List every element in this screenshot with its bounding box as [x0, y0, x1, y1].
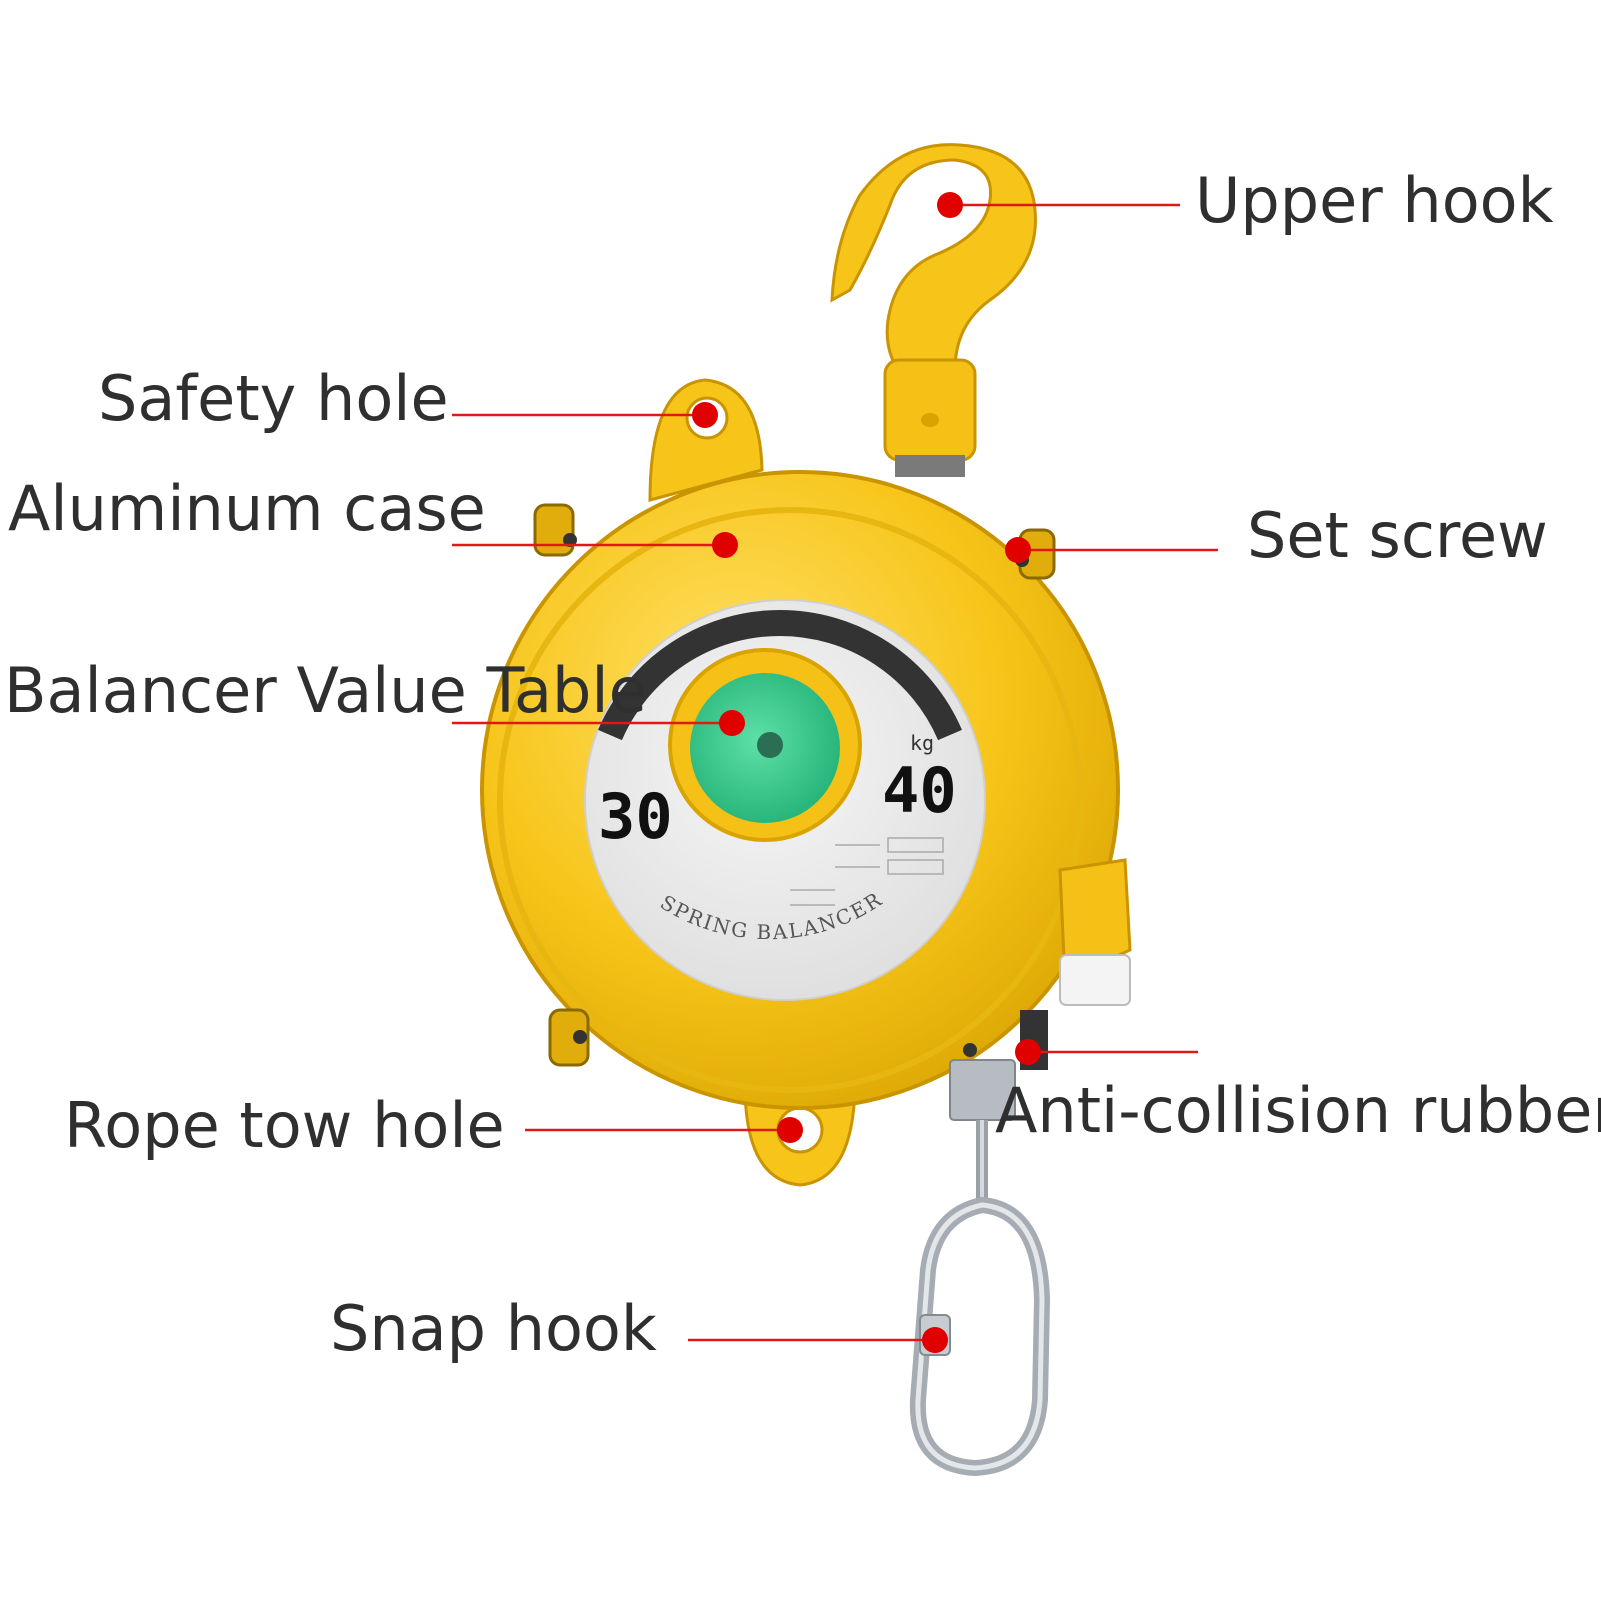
marker-rope-tow-hole [777, 1117, 803, 1143]
dial-unit: kg [910, 731, 934, 755]
marker-balancer-value-table [719, 710, 745, 736]
upper-hook-part [830, 143, 1037, 477]
balancer-value-table-face: 30 40 kg SPRING BALANCER [584, 599, 986, 1001]
snap-hook-part [909, 1120, 1051, 1477]
marker-safety-hole [692, 402, 718, 428]
callout-leaders [452, 203, 1218, 1342]
marker-set-screw [1005, 537, 1031, 563]
spec-plate [790, 837, 944, 906]
marker-aluminum-case [712, 532, 738, 558]
dial-min-value: 30 [598, 780, 673, 853]
label-set-screw: Set screw [1247, 499, 1548, 572]
marker-upper-hook [937, 192, 963, 218]
label-anti-collision-rubber: Anti-collision rubber [995, 1074, 1601, 1147]
label-upper-hook: Upper hook [1195, 164, 1554, 237]
marker-anti-collision-rubber [1015, 1039, 1041, 1065]
anti-collision-rubber-part [949, 954, 1131, 1121]
label-safety-hole: Safety hole [98, 362, 449, 435]
callout-markers [692, 192, 1041, 1353]
label-balancer-value-table: Balancer Value Table [4, 654, 647, 727]
label-snap-hook: Snap hook [330, 1292, 657, 1365]
label-aluminum-case: Aluminum case [8, 472, 486, 545]
marker-snap-hook [922, 1327, 948, 1353]
dial-max-value: 40 [882, 754, 957, 827]
label-rope-tow-hole: Rope tow hole [64, 1089, 505, 1162]
